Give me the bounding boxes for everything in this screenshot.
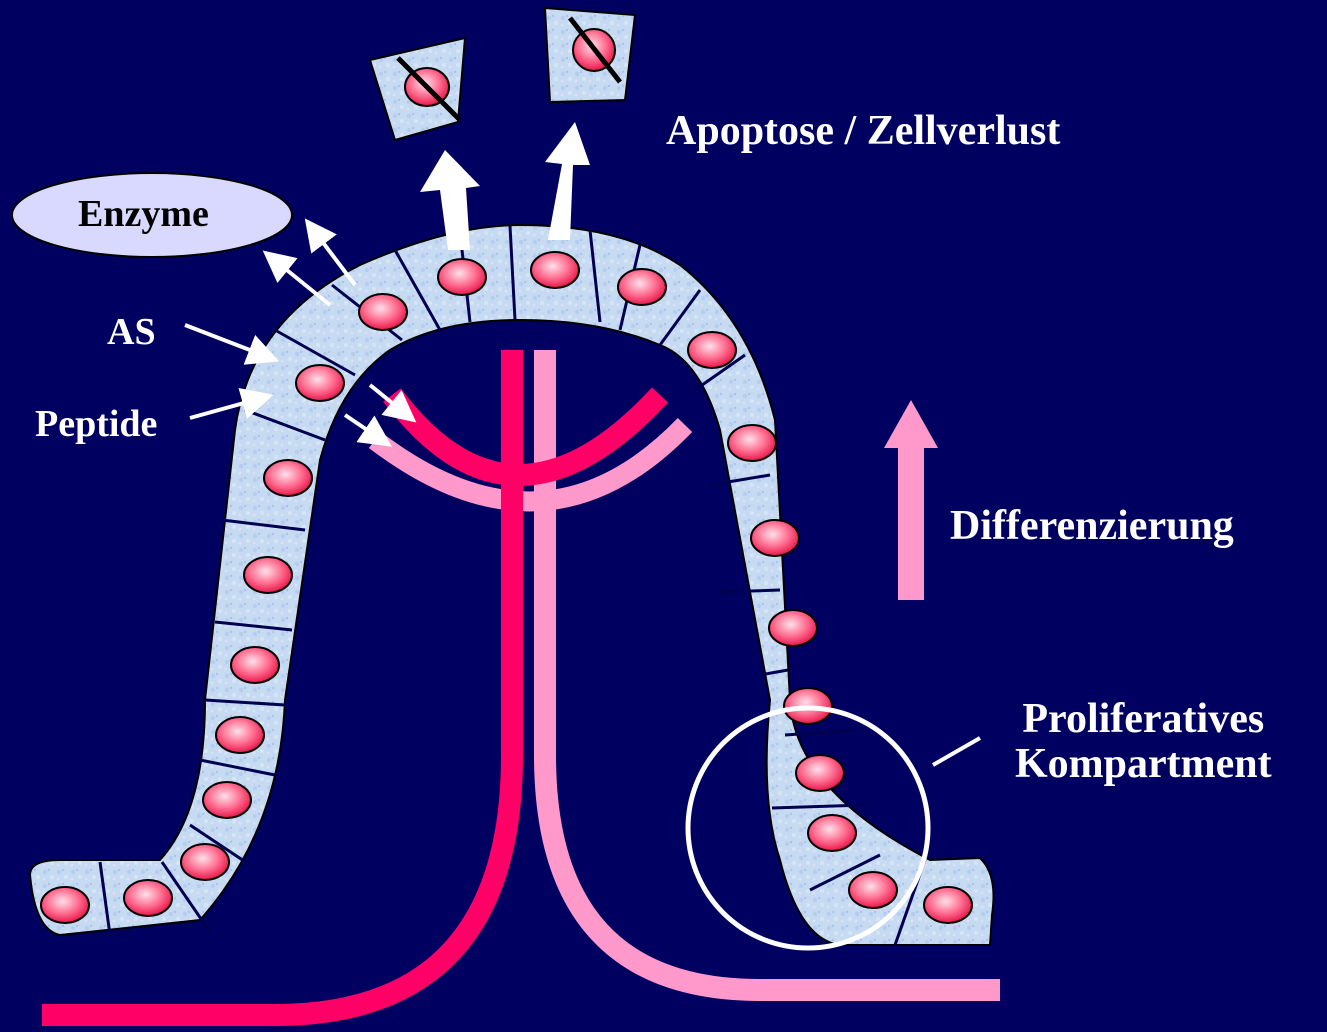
nucleus (359, 294, 407, 330)
nucleus (751, 520, 799, 556)
nucleus (849, 872, 897, 908)
nucleus (244, 557, 292, 593)
proliferative-label-line2: Kompartment (1015, 742, 1272, 787)
peptide-label: Peptide (35, 405, 157, 443)
differentiation-label: Differenzierung (950, 505, 1234, 547)
apoptotic-cell-right (545, 8, 635, 102)
nucleus (181, 844, 229, 880)
nucleus (264, 460, 312, 496)
nucleus (531, 252, 579, 288)
absorb-arrow-2 (345, 415, 382, 440)
artery-branch (392, 395, 660, 475)
nucleus (796, 755, 844, 791)
nucleus (808, 815, 856, 851)
nucleus (728, 425, 776, 461)
nucleus (41, 887, 89, 923)
proliferative-pointer (933, 738, 980, 765)
nucleus (296, 365, 344, 401)
nucleus (618, 269, 666, 305)
nucleus (438, 259, 486, 295)
amino-acids-label: AS (107, 313, 156, 351)
differentiation-arrow (884, 400, 938, 600)
apoptotic-cell-left (370, 38, 465, 140)
nucleus (924, 887, 972, 923)
proliferative-label-line1: Proliferatives (1015, 697, 1272, 742)
proliferative-compartment-label: Proliferatives Kompartment (1015, 697, 1272, 787)
apoptosis-arrow-right (545, 122, 590, 240)
nucleus (124, 880, 172, 916)
nucleus (688, 332, 736, 368)
enzyme-arrow-2 (312, 228, 355, 285)
nucleus (769, 610, 817, 646)
nucleus (203, 782, 251, 818)
nucleus (231, 647, 279, 683)
as-arrow (185, 325, 268, 357)
nucleus (216, 717, 264, 753)
enzyme-label: Enzyme (78, 195, 209, 233)
apoptosis-label: Apoptose / Zellverlust (666, 110, 1060, 152)
enzyme-arrow-1 (272, 258, 330, 305)
